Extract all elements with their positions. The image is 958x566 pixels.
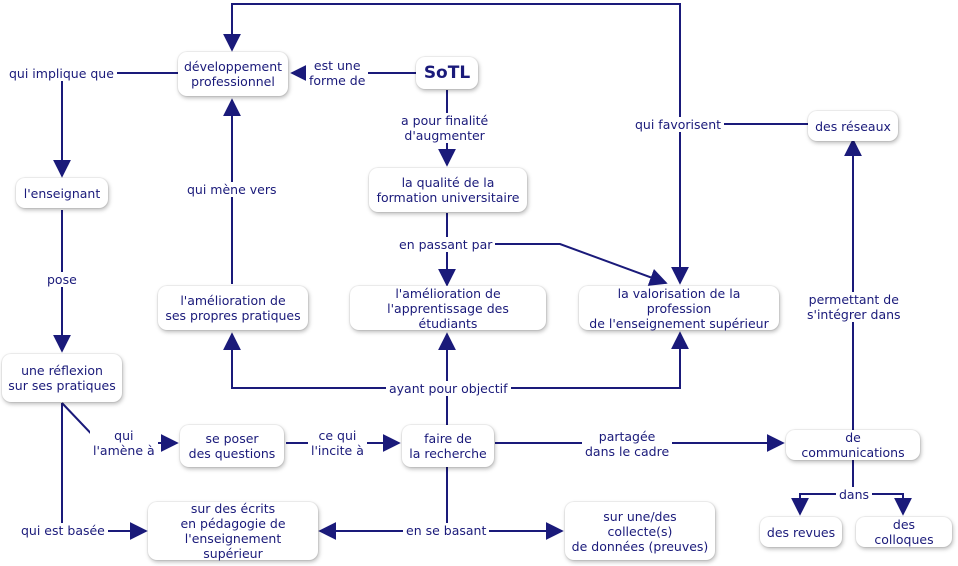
node-colloques[interactable]: des colloques <box>856 517 952 547</box>
node-ecrits-pedagogie[interactable]: sur des écrits en pédagogie de l'enseign… <box>148 501 318 561</box>
edge-dans-revues <box>791 493 853 516</box>
node-sotl[interactable]: SoTL <box>416 57 478 89</box>
edge-devpro-enseignant <box>53 72 178 178</box>
link-qui-favorisent: qui favorisent <box>632 117 725 132</box>
node-collectes-donnees[interactable]: sur une/des collecte(s) de données (preu… <box>565 502 715 560</box>
link-ce-qui-incite-a: ce qui l'incite à <box>308 428 367 458</box>
link-ayant-pour-objectif: ayant pour objectif <box>386 381 511 396</box>
node-qualite-formation[interactable]: la qualité de la formation universitaire <box>369 168 527 212</box>
edge-reflexion-ecrits <box>61 403 148 540</box>
node-amelioration-pratiques[interactable]: l'amélioration de ses propres pratiques <box>158 286 308 330</box>
link-pose: pose <box>44 272 80 287</box>
node-faire-recherche[interactable]: faire de la recherche <box>402 425 494 467</box>
link-qui-mene-vers: qui mène vers <box>184 182 280 197</box>
link-qui-est-basee: qui est basée <box>18 523 108 538</box>
node-developpement-professionnel[interactable]: développement professionnel <box>178 52 288 96</box>
link-permettant-integrer: permettant de s'intégrer dans <box>804 292 904 322</box>
link-est-une-forme-de: est une forme de <box>306 58 369 88</box>
node-valorisation-profession[interactable]: la valorisation de la profession de l'en… <box>579 286 779 331</box>
edge-objectif-valorisation <box>447 331 689 389</box>
node-se-poser-questions[interactable]: se poser des questions <box>180 425 284 467</box>
node-reflexion[interactable]: une réflexion sur ses pratiques <box>2 354 122 402</box>
node-communications[interactable]: de communications <box>786 430 920 460</box>
node-revues[interactable]: des revues <box>760 517 842 547</box>
link-qui-amene-a: qui l'amène à <box>90 428 158 458</box>
link-dans: dans <box>836 487 873 502</box>
link-en-passant-par: en passant par <box>396 237 496 252</box>
node-reseaux[interactable]: des réseaux <box>808 111 898 141</box>
edge-top-loop <box>223 3 681 124</box>
link-a-pour-finalite: a pour finalité d'augmenter <box>398 113 492 143</box>
node-amelioration-apprentissage[interactable]: l'amélioration de l'apprentissage des ét… <box>350 286 546 331</box>
link-en-se-basant: en se basant <box>403 523 490 538</box>
node-enseignant[interactable]: l'enseignant <box>16 178 108 208</box>
link-qui-implique-que: qui implique que <box>6 66 117 81</box>
edge-objectif-pratiques <box>223 332 447 389</box>
link-partagee-cadre: partagée dans le cadre <box>582 429 673 459</box>
